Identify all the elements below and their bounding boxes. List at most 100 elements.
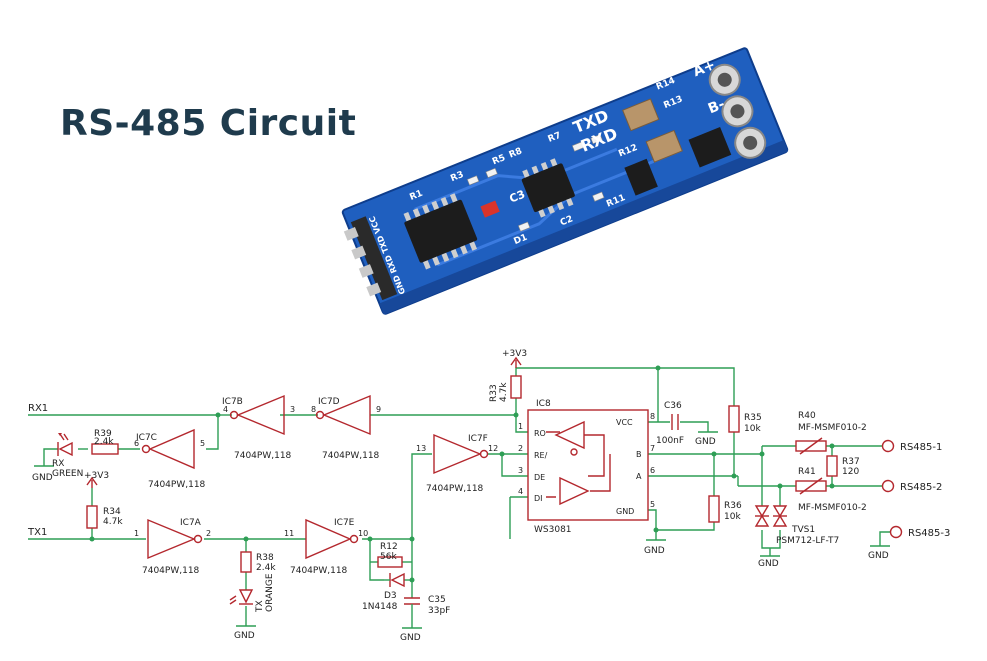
svg-text:10k: 10k bbox=[724, 512, 741, 522]
screw-terminals bbox=[708, 63, 767, 159]
svg-text:IC7B: IC7B bbox=[222, 397, 243, 407]
capacitor-c35: C35 33pF bbox=[404, 595, 450, 616]
svg-text:7404PW,118: 7404PW,118 bbox=[290, 566, 348, 576]
resistor-r37: R37 120 bbox=[826, 455, 860, 477]
svg-text:RX: RX bbox=[52, 459, 64, 469]
svg-text:IC7A: IC7A bbox=[180, 518, 202, 528]
svg-text:56k: 56k bbox=[380, 552, 397, 562]
gate-ic7d: IC7D 8 9 7404PW,118 bbox=[311, 394, 381, 461]
svg-text:13: 13 bbox=[416, 444, 426, 453]
silk-r7: R7 bbox=[547, 131, 563, 145]
svg-text:D3: D3 bbox=[384, 591, 397, 601]
silk-c2: C2 bbox=[559, 214, 575, 228]
led-rx: RX GREEN bbox=[52, 433, 83, 479]
gate-ic7a: IC7A 1 2 7404PW,118 bbox=[134, 518, 211, 576]
svg-text:IC8: IC8 bbox=[536, 399, 551, 409]
svg-text:RS485-1: RS485-1 bbox=[900, 442, 942, 453]
svg-text:B: B bbox=[636, 450, 642, 459]
svg-text:RO: RO bbox=[534, 429, 546, 438]
gnd-c36: GND bbox=[695, 431, 718, 447]
resistor-r33: R33 4.7k bbox=[489, 375, 522, 402]
svg-text:120: 120 bbox=[842, 467, 859, 477]
silk-c3: C3 bbox=[507, 188, 526, 206]
page-title: RS-485 Circuit bbox=[60, 103, 357, 144]
svg-text:4.7k: 4.7k bbox=[499, 382, 509, 402]
svg-text:5: 5 bbox=[650, 500, 655, 509]
svg-text:DE: DE bbox=[534, 473, 545, 482]
max485-chip bbox=[521, 158, 575, 218]
tvs-block-1 bbox=[624, 158, 658, 196]
svg-text:R35: R35 bbox=[744, 413, 762, 423]
svg-text:TVS1: TVS1 bbox=[791, 525, 815, 535]
svg-text:MF-MSMF010-2: MF-MSMF010-2 bbox=[798, 423, 867, 433]
svg-text:R39: R39 bbox=[94, 429, 112, 439]
svg-text:C35: C35 bbox=[428, 595, 446, 605]
power-3v3-top: +3V3 bbox=[502, 349, 527, 368]
svg-text:RS485-3: RS485-3 bbox=[908, 528, 950, 539]
svg-text:R12: R12 bbox=[380, 542, 398, 552]
svg-text:GND: GND bbox=[758, 559, 779, 569]
connector-rs485-3: RS485-3 bbox=[889, 525, 950, 539]
svg-text:TX: TX bbox=[255, 600, 265, 613]
svg-text:7404PW,118: 7404PW,118 bbox=[148, 480, 206, 490]
silk-r3: R3 bbox=[449, 170, 465, 184]
svg-text:GND: GND bbox=[32, 473, 53, 483]
svg-text:8: 8 bbox=[311, 405, 316, 414]
gnd-led-tx: GND bbox=[234, 625, 256, 641]
svg-text:ORANGE: ORANGE bbox=[265, 573, 275, 612]
svg-text:VCC: VCC bbox=[616, 418, 633, 427]
svg-text:11: 11 bbox=[284, 529, 294, 538]
capacitor-1 bbox=[622, 98, 660, 132]
gnd-ic8: GND bbox=[644, 539, 666, 556]
svg-text:DI: DI bbox=[534, 494, 543, 503]
svg-text:R38: R38 bbox=[256, 553, 274, 563]
svg-text:MF-MSMF010-2: MF-MSMF010-2 bbox=[798, 503, 867, 513]
tvs-block-2 bbox=[688, 126, 732, 168]
net-rx1: RX1 bbox=[28, 403, 48, 414]
svg-text:R34: R34 bbox=[103, 507, 121, 517]
capacitor-c36: C36 100nF bbox=[656, 401, 684, 446]
svg-text:1N4148: 1N4148 bbox=[362, 602, 398, 612]
ptc-r40: R40 MF-MSMF010-2 bbox=[795, 411, 867, 455]
svg-text:R37: R37 bbox=[842, 457, 860, 467]
silk-r8: R8 bbox=[508, 146, 524, 160]
svg-text:RS485-2: RS485-2 bbox=[900, 482, 942, 493]
svg-text:7404PW,118: 7404PW,118 bbox=[426, 484, 484, 494]
svg-text:GND: GND bbox=[616, 507, 634, 516]
resistor-r12: R12 56k bbox=[377, 542, 403, 568]
silk-a-plus: A+ bbox=[691, 57, 718, 80]
svg-text:1: 1 bbox=[134, 529, 139, 538]
svg-text:33pF: 33pF bbox=[428, 606, 450, 616]
gate-ic7c: IC7C 5 6 7404PW,118 bbox=[134, 428, 206, 490]
gnd-c35: GND bbox=[400, 627, 422, 643]
svg-text:4: 4 bbox=[518, 487, 523, 496]
svg-text:6: 6 bbox=[134, 439, 139, 448]
svg-text:5: 5 bbox=[200, 439, 205, 448]
net-tx1: TX1 bbox=[27, 527, 47, 538]
header-pins bbox=[343, 216, 398, 301]
resistor-r36: R36 10k bbox=[708, 495, 742, 523]
svg-text:GND: GND bbox=[868, 551, 889, 561]
ic8-transceiver: IC8 WS3081 RO RE/ DE DI VCC B A GND 1 2 … bbox=[518, 399, 655, 535]
ptc-r41: R41 MF-MSMF010-2 bbox=[795, 467, 867, 513]
svg-text:IC7F: IC7F bbox=[468, 434, 488, 444]
silk-r5: R5 bbox=[491, 153, 507, 167]
svg-text:10: 10 bbox=[358, 529, 368, 538]
gate-ic7f: IC7F 13 12 7404PW,118 bbox=[416, 433, 498, 494]
svg-text:2: 2 bbox=[518, 444, 523, 453]
svg-text:GND: GND bbox=[234, 631, 255, 641]
resistor-r38: R38 2.4k bbox=[240, 551, 276, 573]
svg-text:GREEN: GREEN bbox=[52, 469, 83, 479]
gnd-tvs: GND bbox=[758, 555, 780, 569]
svg-text:GND: GND bbox=[644, 546, 665, 556]
svg-text:PSM712-LF-T7: PSM712-LF-T7 bbox=[776, 536, 839, 546]
svg-text:12: 12 bbox=[488, 444, 498, 453]
silk-b-minus: B- bbox=[706, 96, 727, 117]
soic-chip bbox=[403, 193, 478, 270]
svg-text:7: 7 bbox=[650, 444, 655, 453]
svg-text:2: 2 bbox=[206, 529, 211, 538]
svg-text:IC7C: IC7C bbox=[136, 433, 157, 443]
resistor-r39: R39 2.4k bbox=[91, 429, 119, 455]
